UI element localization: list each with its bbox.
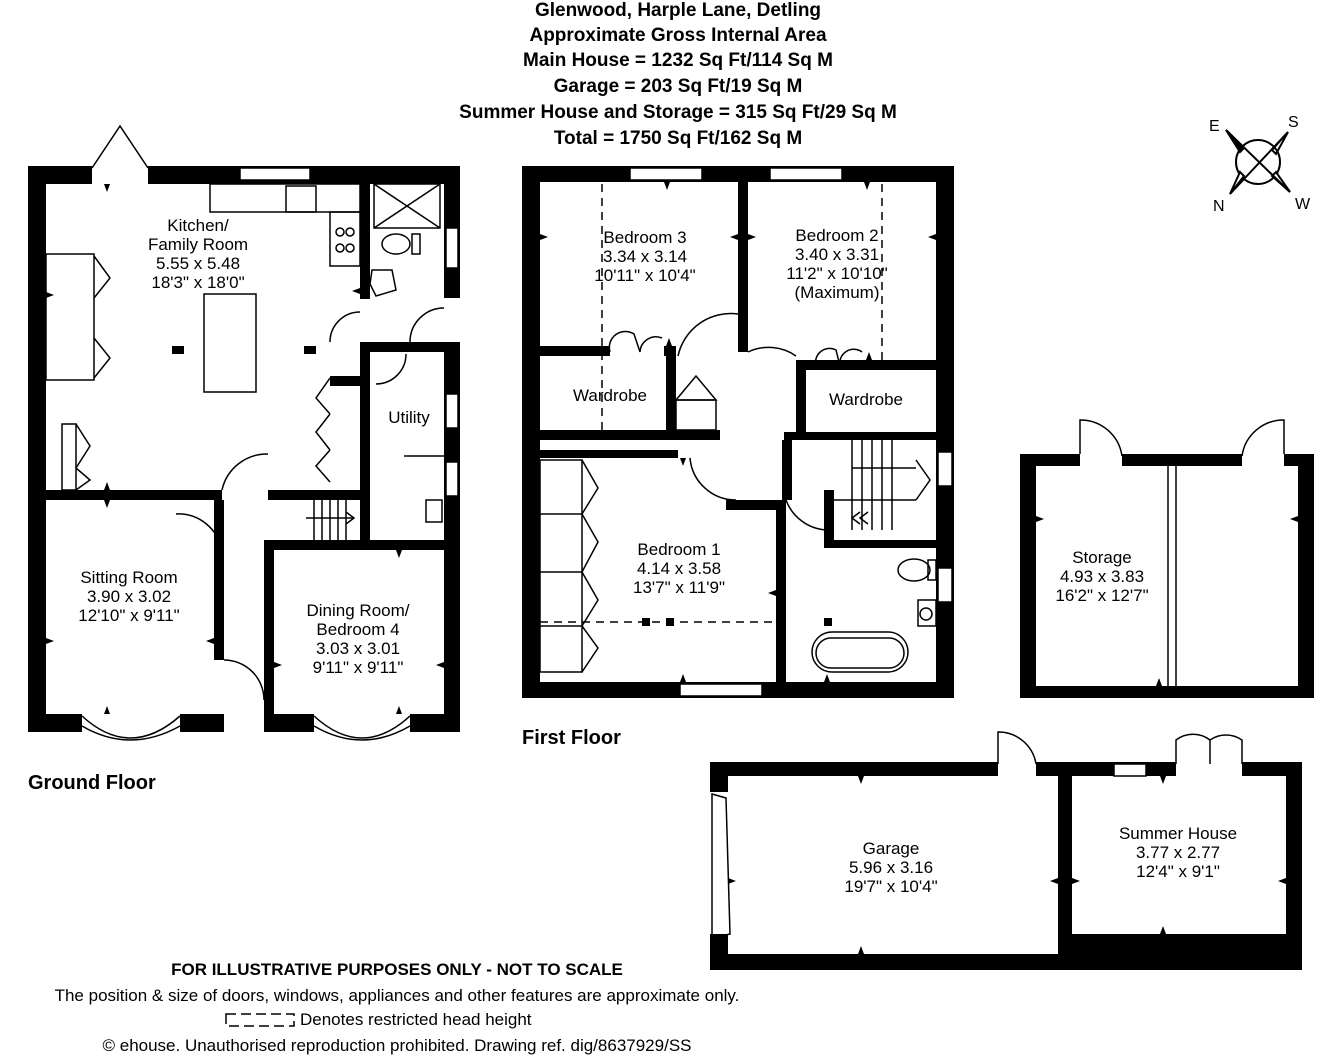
room-imperial: 12'10" x 9'11" [78, 606, 180, 625]
room-metric: 3.34 x 3.14 [602, 247, 688, 266]
sitting-bay-window [81, 715, 181, 739]
room-metric: 3.77 x 2.77 [1135, 843, 1221, 862]
compass-west-label: W [1295, 196, 1311, 213]
room-name: Summer House [1118, 824, 1238, 843]
compass-south-label: S [1288, 114, 1299, 131]
room-name: Wardrobe [572, 386, 647, 405]
wc-pan [381, 233, 411, 255]
copyright: © ehouse. Unauthorised reproduction proh… [102, 1036, 692, 1055]
room-imperial: 12'4" x 9'1" [1136, 862, 1220, 881]
room-name: Bedroom 4 [316, 620, 400, 639]
room-metric: 3.03 x 3.01 [315, 639, 401, 658]
room-name: Bedroom 1 [637, 540, 721, 559]
dining-bay-window [313, 715, 411, 739]
room-metric: 4.14 x 3.58 [636, 559, 722, 578]
room-name: Utility [388, 408, 430, 427]
room-name: Wardrobe [828, 390, 903, 409]
room-kitchen: Kitchen/ Family Room 5.55 x 5.48 18'3" x… [130, 216, 266, 292]
summer-house-area: Summer House and Storage = 315 Sq Ft/29 … [459, 102, 897, 123]
room-garage: Garage 5.96 x 3.16 19'7" x 10'4" [818, 839, 964, 896]
room-note: (Maximum) [794, 283, 880, 302]
room-name: Bedroom 3 [603, 228, 687, 247]
garage-area: Garage = 203 Sq Ft/19 Sq M [553, 76, 803, 97]
room-imperial: 18'3" x 18'0" [151, 273, 245, 292]
shower-tray [373, 183, 441, 229]
room-bedroom3: Bedroom 3 3.34 x 3.14 10'11" x 10'4" [572, 228, 718, 285]
first-floor-label: First Floor [522, 727, 621, 749]
plan-title: Glenwood, Harple Lane, Detling [534, 0, 822, 21]
room-wardrobe-left: Wardrobe [556, 386, 664, 405]
garage-door [997, 731, 1037, 765]
dimension-arrows [46, 182, 1298, 954]
storage-walls [1020, 454, 1314, 698]
room-bedroom1: Bedroom 1 4.14 x 3.58 13'7" x 11'9" [606, 540, 752, 597]
room-imperial: 11'2" x 10'10" [786, 264, 888, 283]
main-house-area: Main House = 1232 Sq Ft/114 Sq M [523, 50, 833, 71]
compass-rose [1225, 129, 1291, 195]
room-metric: 3.40 x 3.31 [794, 245, 880, 264]
room-metric: 4.93 x 3.83 [1059, 567, 1145, 586]
garage-up-and-over [711, 793, 731, 939]
room-imperial: 9'11" x 9'11" [312, 658, 404, 677]
legend-dashed-swatch [225, 1013, 295, 1027]
room-bedroom2: Bedroom 2 3.40 x 3.31 11'2" x 10'10" (Ma… [764, 226, 910, 302]
room-imperial: 19'7" x 10'4" [844, 877, 938, 896]
room-name: Kitchen/ [167, 216, 229, 235]
approximation-note: The position & size of doors, windows, a… [54, 986, 740, 1005]
room-storage: Storage 4.93 x 3.83 16'2" x 12'7" [1036, 548, 1168, 605]
kitchen-island [203, 293, 257, 393]
room-metric: 5.96 x 3.16 [848, 858, 934, 877]
storage-door-left [1079, 419, 1123, 457]
compass-east-label: E [1209, 118, 1220, 135]
room-dining: Dining Room/ Bedroom 4 3.03 x 3.01 9'11"… [286, 601, 430, 677]
room-sitting: Sitting Room 3.90 x 3.02 12'10" x 9'11" [56, 568, 202, 625]
area-heading: Approximate Gross Internal Area [529, 25, 827, 46]
room-name: Bedroom 2 [795, 226, 879, 245]
room-name: Family Room [147, 235, 249, 254]
room-wardrobe-right: Wardrobe [812, 390, 920, 409]
room-summer-house: Summer House 3.77 x 2.77 12'4" x 9'1" [1100, 824, 1256, 881]
room-name: Storage [1072, 548, 1132, 567]
room-utility: Utility [374, 408, 444, 427]
room-imperial: 16'2" x 12'7" [1055, 586, 1149, 605]
ground-floor-label: Ground Floor [28, 772, 156, 794]
first-floor-stairs [832, 440, 931, 530]
room-imperial: 13'7" x 11'9" [633, 578, 725, 597]
disclaimer: FOR ILLUSTRATIVE PURPOSES ONLY - NOT TO … [171, 960, 623, 979]
storage-door-right [1241, 419, 1285, 457]
room-imperial: 10'11" x 10'4" [594, 266, 696, 285]
bathtub [811, 631, 909, 673]
room-metric: 5.55 x 5.48 [155, 254, 241, 273]
room-name: Garage [862, 839, 920, 858]
legend-text: Denotes restricted head height [300, 1010, 532, 1029]
ground-floor-stairs [306, 500, 356, 540]
total-area: Total = 1750 Sq Ft/162 Sq M [553, 128, 803, 149]
compass-north-label: N [1213, 198, 1225, 215]
summer-house-door [1175, 733, 1243, 764]
room-name: Dining Room/ [306, 601, 410, 620]
kitchen-bifold-door [91, 124, 149, 169]
room-name: Sitting Room [80, 568, 178, 587]
room-metric: 3.90 x 3.02 [86, 587, 172, 606]
